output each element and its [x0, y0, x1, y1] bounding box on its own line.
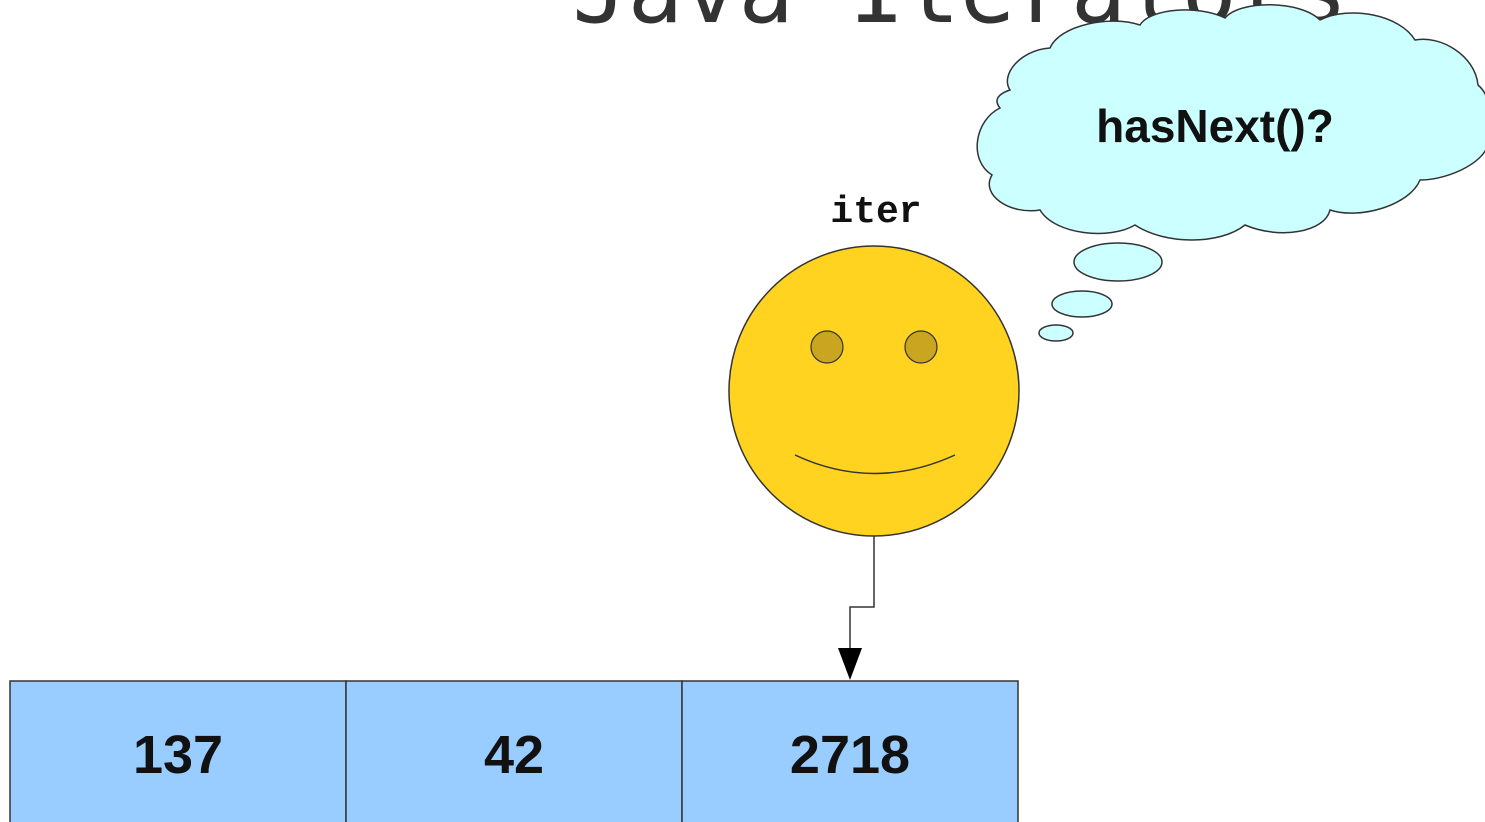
- face-circle: [728, 245, 1020, 537]
- array: 137 42 2718: [9, 680, 1019, 822]
- array-cell-0: [9, 680, 347, 822]
- right-eye: [904, 330, 938, 364]
- thought-cloud: hasNext()?: [976, 4, 1485, 342]
- array-cell-2: [681, 680, 1019, 822]
- thought-bubble-small: [1038, 324, 1074, 342]
- thought-bubble-medium: [1051, 290, 1113, 318]
- pointer-line: [849, 536, 875, 650]
- iterator-label: iter: [830, 191, 921, 234]
- array-cell-value: 42: [484, 725, 544, 785]
- smiley-face-icon: [728, 245, 1020, 537]
- pointer-arrowhead: [838, 648, 862, 680]
- array-cell-value: 137: [133, 725, 223, 785]
- left-eye: [810, 330, 844, 364]
- thought-cloud-body: [976, 4, 1485, 241]
- thought-bubble-large: [1073, 242, 1163, 282]
- array-cell-value: 2718: [790, 725, 910, 785]
- iterator-pointer-arrow: [838, 536, 875, 680]
- thought-text: hasNext()?: [1096, 100, 1334, 152]
- smile: [794, 454, 956, 475]
